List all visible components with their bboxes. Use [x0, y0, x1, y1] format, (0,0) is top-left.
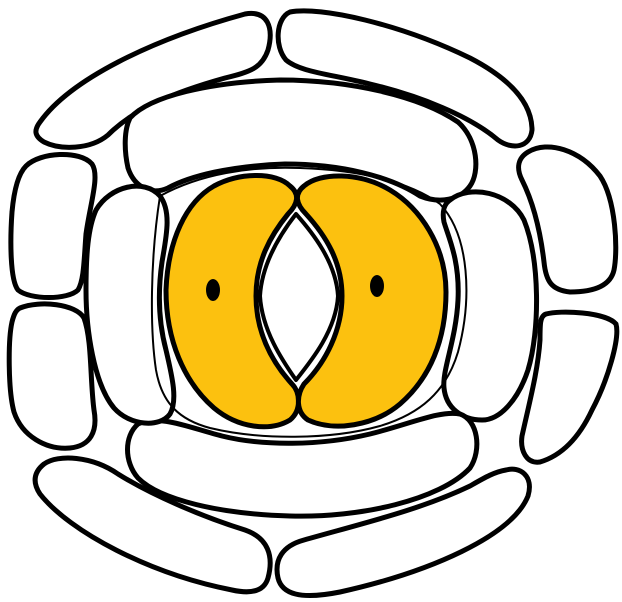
- outer-cell-left-upper: [11, 154, 95, 297]
- subsidiary-cell-right: [443, 192, 536, 420]
- nucleus-right: [370, 275, 384, 297]
- subsidiary-cell-bottom: [128, 413, 477, 516]
- outer-cell-left-lower: [9, 304, 95, 448]
- nucleus-left: [206, 279, 220, 301]
